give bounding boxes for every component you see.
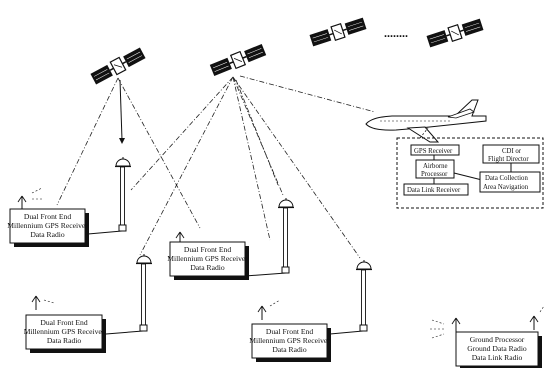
aircraft — [365, 99, 487, 143]
ground-processor-line3: Data Link Radio — [472, 353, 523, 362]
station-2-line1: Dual Front End — [184, 245, 231, 254]
ground-processor-line1: Ground Processor — [470, 335, 525, 344]
station-3-line3: Data Radio — [47, 336, 82, 345]
ground-station-2: Dual Front End Millennium GPS Receiver D… — [167, 197, 295, 280]
signal-rays — [56, 75, 376, 259]
svg-text:GPS Receiver: GPS Receiver — [414, 148, 453, 155]
satellite-continuation-dots: ........ — [384, 26, 408, 40]
station-3-line2: Millennium GPS Receiver — [24, 327, 105, 336]
ground-station-4: Dual Front End Millennium GPS Receiver D… — [249, 259, 373, 362]
satellite-1 — [89, 45, 147, 87]
airborne-system-frame — [396, 137, 544, 209]
airborne-processor: Airborne Processor — [415, 159, 455, 179]
ground-processor-line2: Ground Data Radio — [467, 344, 527, 353]
station-1-line1: Dual Front End — [24, 212, 71, 221]
airborne-datalink-receiver: Data Link Receiver — [403, 183, 469, 196]
station-4-line1: Dual Front End — [266, 327, 313, 336]
svg-text:Data Link Receiver: Data Link Receiver — [407, 187, 461, 194]
svg-text:Processor: Processor — [421, 171, 448, 178]
svg-text:CDI or: CDI or — [502, 148, 522, 155]
svg-text:Area Navigation: Area Navigation — [483, 184, 529, 191]
ground-station-1: Dual Front End Millennium GPS Receiver D… — [7, 156, 132, 247]
satellite-2 — [208, 42, 268, 78]
satellite-4 — [425, 16, 485, 50]
svg-text:Flight Director: Flight Director — [488, 156, 529, 163]
ground-station-3: Dual Front End Millennium GPS Receiver D… — [24, 253, 153, 353]
station-2-line2: Millennium GPS Receiver — [167, 254, 248, 263]
station-3-line1: Dual Front End — [40, 318, 87, 327]
station-4-line2: Millennium GPS Receiver — [249, 336, 330, 345]
svg-text:Airborne: Airborne — [423, 163, 448, 170]
airborne-data-collection: Data Collection Area Navigation — [479, 171, 541, 193]
station-4-line3: Data Radio — [272, 345, 307, 354]
station-2-line3: Data Radio — [190, 263, 225, 272]
ground-processor: Ground Processor Ground Data Radio Data … — [430, 305, 545, 368]
satellite-3 — [308, 15, 368, 49]
airborne-gps-receiver: GPS Receiver — [410, 144, 460, 156]
svg-text:Data Collection: Data Collection — [485, 175, 528, 182]
station-1-line2: Millennium GPS Receiver — [7, 221, 88, 230]
airborne-cdi: CDI or Flight Director — [482, 144, 540, 164]
station-1-line3: Data Radio — [30, 230, 65, 239]
